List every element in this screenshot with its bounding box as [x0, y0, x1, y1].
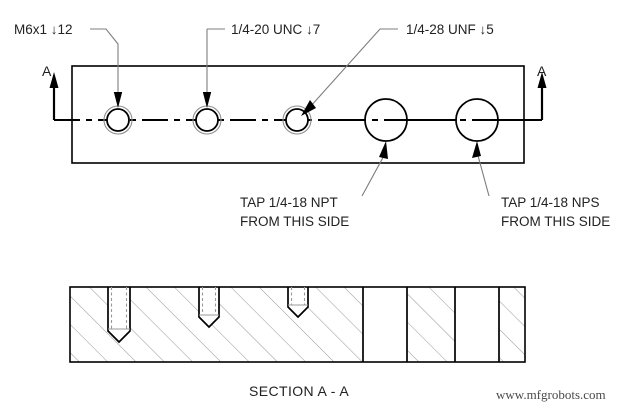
- section-arrow-right-icon: [537, 72, 547, 88]
- section-outline: [69, 286, 526, 363]
- leader-arrow-nps-icon: [472, 141, 481, 158]
- section-title: SECTION A - A: [249, 383, 349, 399]
- leader-arrow-unc-icon: [202, 92, 212, 108]
- hole-bore-circle: [195, 108, 219, 132]
- sec-hole-unf-profile: [287, 287, 309, 319]
- leader-arrow-unf-icon: [301, 100, 316, 116]
- callout-m6-label: M6x1 ↓12: [14, 22, 73, 37]
- section-mark-left: [49, 72, 59, 120]
- sec-hole-npt: [362, 287, 408, 362]
- leader-m6: [90, 28, 123, 108]
- leader-npt: [361, 141, 388, 197]
- sec-hole-unc: [198, 287, 220, 329]
- leader-nps: [472, 141, 490, 197]
- section-letter-right: A: [537, 63, 547, 79]
- hole-m6: [103, 105, 133, 135]
- note-npt-line2: FROM THIS SIDE: [240, 214, 349, 229]
- leader-arrow-m6-icon: [113, 92, 123, 108]
- section-letter-left: A: [42, 63, 52, 79]
- section-mark-right: [537, 72, 547, 120]
- section-arrow-left-icon: [49, 72, 59, 88]
- sec-hole-nps: [454, 287, 500, 362]
- leader-unc: [202, 28, 225, 108]
- sec-hole-m6-profile: [107, 287, 131, 344]
- note-npt-line1: TAP 1/4-18 NPT: [240, 195, 338, 210]
- section-hatch-fill: [70, 287, 525, 362]
- section-view: [69, 286, 526, 363]
- sec-hole-unc-profile: [198, 287, 220, 329]
- callout-unf-label: 1/4-28 UNF ↓5: [406, 22, 494, 37]
- note-nps-line1: TAP 1/4-18 NPS: [501, 195, 600, 210]
- hole-unc: [192, 105, 222, 135]
- top-view: [49, 28, 547, 197]
- thread-ring-icon: [282, 105, 312, 135]
- sec-hole-m6: [107, 287, 131, 344]
- callout-unc-label: 1/4-20 UNC ↓7: [231, 22, 320, 37]
- hole-bore-circle: [106, 108, 130, 132]
- watermark: www.mfgrobots.com: [496, 387, 606, 402]
- top-view-outline: [71, 65, 525, 164]
- note-nps-line2: FROM THIS SIDE: [501, 214, 610, 229]
- leader-unf: [301, 28, 398, 116]
- sec-hole-unf: [287, 287, 309, 319]
- leader-arrow-npt-icon: [379, 141, 388, 159]
